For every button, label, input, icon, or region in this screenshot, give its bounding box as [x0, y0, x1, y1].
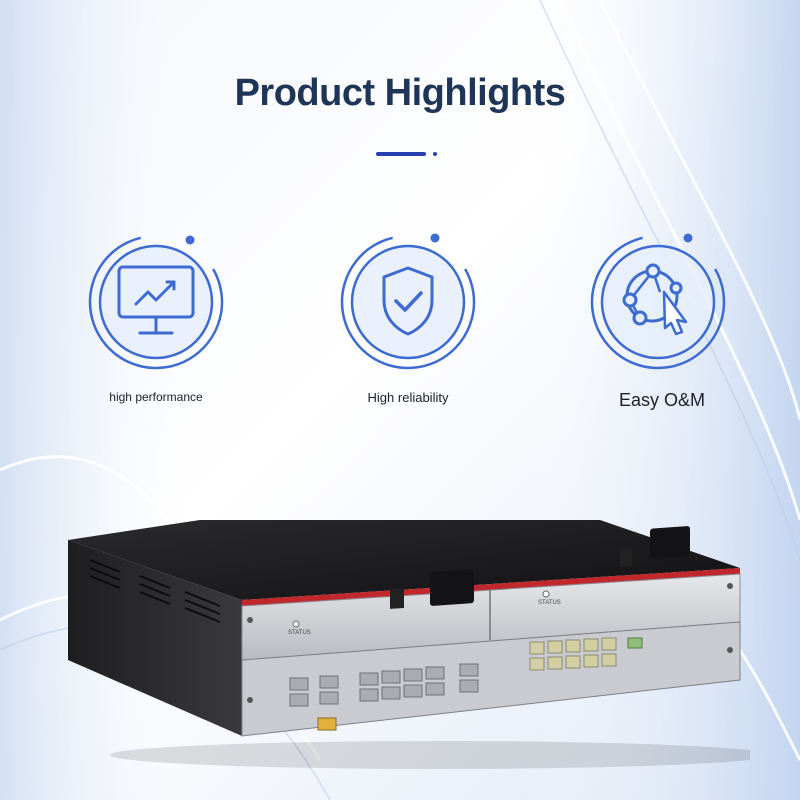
status-label-right: STATUS [538, 600, 561, 606]
feature-label-easy-om: Easy O&M [618, 390, 706, 410]
router-hardware-image: STATUS STATUS [68, 520, 750, 769]
feature-label-high-performance: high performance [109, 390, 203, 404]
feature-high-performance [88, 230, 228, 370]
shield-check-icon [340, 233, 476, 370]
feature-label-high-reliability: High reliability [367, 390, 449, 405]
page-title: Product Highlights [234, 72, 566, 114]
title-underline-dot [433, 152, 437, 156]
feature-high-reliability [340, 230, 480, 370]
title-underline [376, 152, 426, 156]
network-cursor-icon [590, 233, 726, 370]
status-label-left: STATUS [288, 630, 311, 636]
monitor-chart-icon [88, 234, 224, 370]
feature-easy-om [590, 230, 730, 370]
